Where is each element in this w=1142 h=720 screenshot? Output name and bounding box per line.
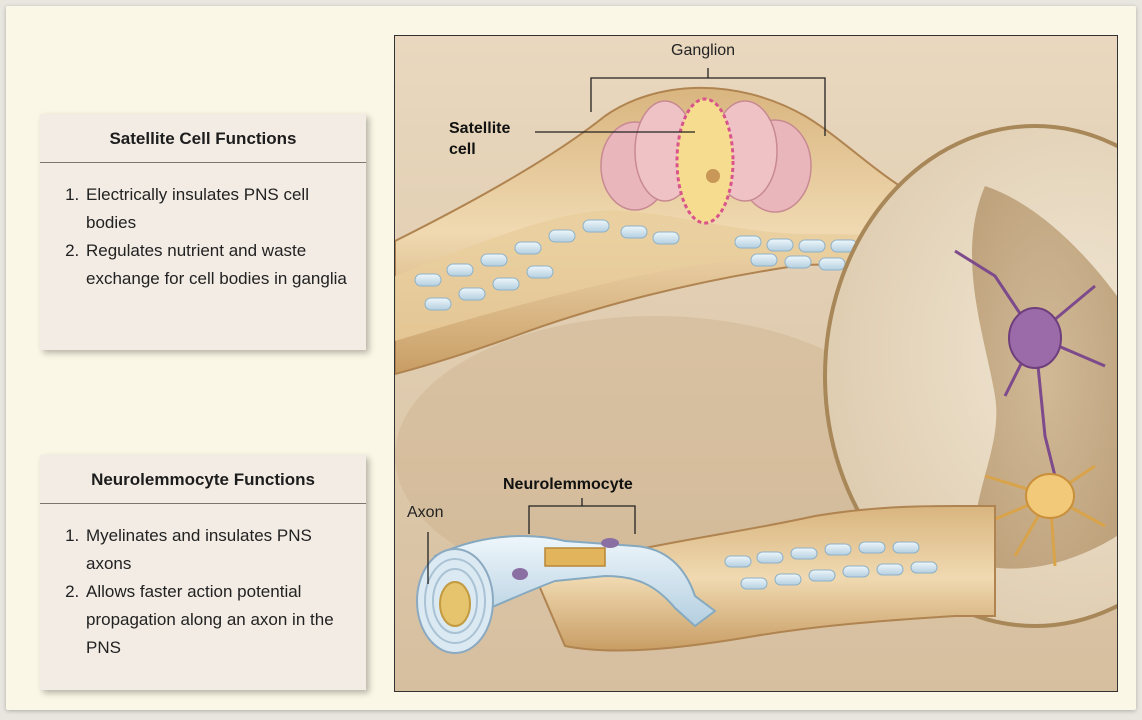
list-item: Electrically insulates PNS cell bodies (84, 181, 352, 237)
satellite-cell-label-line1: Satellite (449, 120, 511, 137)
neurolemmocyte-sheath (433, 535, 717, 628)
ganglion-label: Ganglion (671, 42, 736, 59)
yellow-neuron-body (1025, 473, 1075, 519)
ganglion-cell-cluster (600, 97, 812, 225)
axon-label: Axon (407, 504, 444, 521)
lower-nerve-fibers (724, 541, 938, 590)
satellite-cell-label-line2: cell (449, 141, 476, 158)
neurolemmocyte-functions-card: Neurolemmocyte Functions Myelinates and … (40, 455, 366, 690)
list-item: Myelinates and insulates PNS axons (84, 522, 352, 578)
axon-cross-section (416, 548, 494, 654)
card-title: Neurolemmocyte Functions (40, 455, 366, 504)
page-background: Satellite Cell Functions Electrically in… (6, 6, 1136, 710)
card-title: Satellite Cell Functions (40, 114, 366, 163)
anatomy-illustration: Ganglion Satellite cell Neurolemmocyte A… (394, 35, 1118, 692)
satellite-cell-functions-card: Satellite Cell Functions Electrically in… (40, 114, 366, 350)
purple-neuron-body (1008, 307, 1062, 369)
list-item: Regulates nutrient and waste exchange fo… (84, 237, 352, 293)
neurolemmocyte-label: Neurolemmocyte (503, 476, 633, 493)
functions-list: Myelinates and insulates PNS axons Allow… (40, 504, 366, 680)
list-item: Allows faster action potential propagati… (84, 578, 352, 662)
label-leader-lines (427, 68, 826, 584)
functions-list: Electrically insulates PNS cell bodies R… (40, 163, 366, 311)
illustration-svg (395, 36, 1117, 691)
